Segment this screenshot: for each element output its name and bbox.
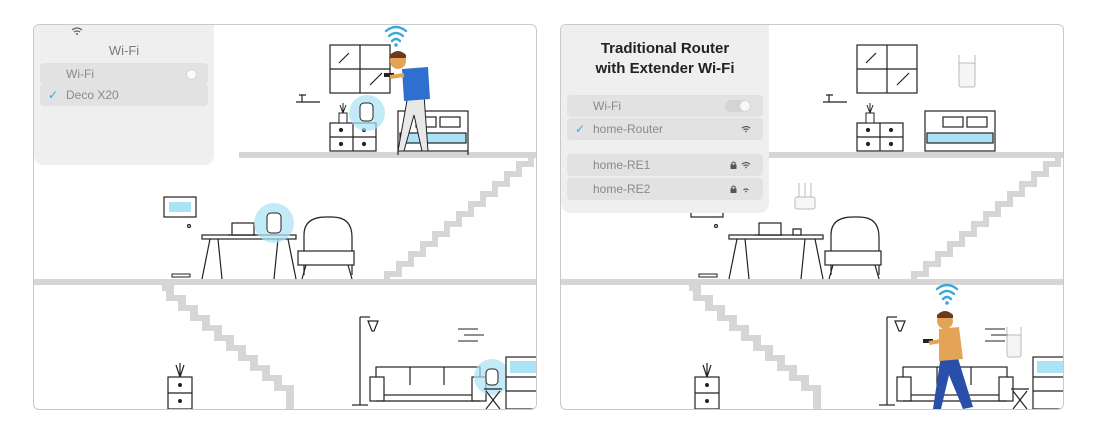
- side-table-left: [484, 388, 502, 409]
- window: [856, 44, 918, 94]
- wall-shelf: [823, 94, 847, 103]
- floor-vent: [171, 273, 191, 278]
- cabinet: [167, 363, 193, 409]
- armchair: [297, 216, 355, 280]
- armchair: [824, 216, 882, 280]
- deco-mesh-panel: Wi-Fi Wi-Fi ✓ Deco X20: [33, 24, 537, 410]
- range-extender-top: [958, 55, 976, 88]
- wifi-menu-extender: Traditional Router with Extender Wi-Fi W…: [561, 25, 769, 213]
- heading-line-2: with Extender Wi-Fi: [595, 60, 735, 77]
- network-row-deco[interactable]: ✓ Deco X20: [40, 84, 208, 106]
- house-scene-left: [34, 25, 536, 409]
- deco-unit-top: [359, 102, 374, 122]
- deco-unit-bottom: [485, 368, 499, 386]
- middle-floor: [34, 279, 536, 285]
- bookshelf: [505, 356, 536, 409]
- wall-frame: [163, 196, 197, 229]
- row-label: home-RE1: [593, 158, 651, 172]
- lock-icon: [730, 161, 737, 169]
- network-row-home-re2[interactable]: home-RE2: [567, 178, 763, 200]
- wifi-weak-icon: [743, 188, 749, 193]
- staircase-lower: [689, 285, 821, 409]
- top-floor: [239, 152, 536, 158]
- side-table: [1011, 388, 1029, 409]
- wall-bricks: [458, 328, 484, 342]
- wifi-toggle-row[interactable]: Wi-Fi: [40, 63, 208, 85]
- floor-lamp: [352, 316, 379, 406]
- window: [329, 44, 391, 94]
- row-label: Deco X20: [66, 88, 119, 102]
- toggle-switch[interactable]: [187, 69, 196, 79]
- middle-floor: [561, 279, 1063, 285]
- router-extender-panel: Traditional Router with Extender Wi-Fi W…: [560, 24, 1064, 410]
- staircase-upper: [911, 152, 1063, 279]
- row-label: Wi-Fi: [66, 67, 94, 81]
- lock-icon: [730, 185, 737, 193]
- heading-line-1: Traditional Router: [600, 40, 730, 57]
- desk: [728, 222, 824, 280]
- floor-lamp: [879, 316, 906, 406]
- checkmark-icon: ✓: [48, 88, 59, 102]
- wall-shelf: [296, 94, 320, 103]
- person-walking-top: [384, 51, 430, 152]
- range-extender-bottom: [1006, 327, 1022, 358]
- wifi-toggle-row[interactable]: Wi-Fi: [567, 95, 763, 117]
- row-label: Wi-Fi: [593, 99, 621, 113]
- plant: [865, 103, 875, 124]
- sofa: [369, 366, 487, 402]
- person-walking-bottom: [923, 311, 973, 409]
- network-row-home-router[interactable]: ✓ home-Router: [567, 118, 763, 140]
- floor-vent: [698, 273, 718, 278]
- wifi-status-icon: [71, 27, 83, 35]
- wifi-signal-icon-bottom: [935, 283, 959, 305]
- wifi-icon: [741, 125, 751, 133]
- wifi-menu: Wi-Fi Wi-Fi ✓ Deco X20: [34, 25, 214, 165]
- staircase-upper: [384, 152, 536, 279]
- toggle-switch[interactable]: [725, 100, 751, 112]
- wifi-icon: [741, 161, 751, 169]
- plant: [338, 103, 348, 124]
- menu-title: Wi-Fi: [108, 43, 140, 58]
- cabinet: [694, 363, 720, 409]
- deco-unit-middle: [266, 212, 282, 234]
- top-floor: [766, 152, 1063, 158]
- row-label: home-RE2: [593, 182, 651, 196]
- desk: [201, 222, 297, 280]
- menu-heading: Traditional Router with Extender Wi-Fi: [561, 39, 769, 79]
- bookshelf: [1032, 356, 1063, 409]
- nightstand: [856, 122, 904, 152]
- row-label: home-Router: [593, 122, 664, 136]
- staircase-lower: [162, 285, 294, 409]
- network-row-home-re1[interactable]: home-RE1: [567, 154, 763, 176]
- wifi-signal-icon-top: [384, 25, 408, 47]
- wifi-router: [794, 183, 816, 210]
- bed: [924, 110, 996, 152]
- checkmark-icon: ✓: [575, 122, 586, 136]
